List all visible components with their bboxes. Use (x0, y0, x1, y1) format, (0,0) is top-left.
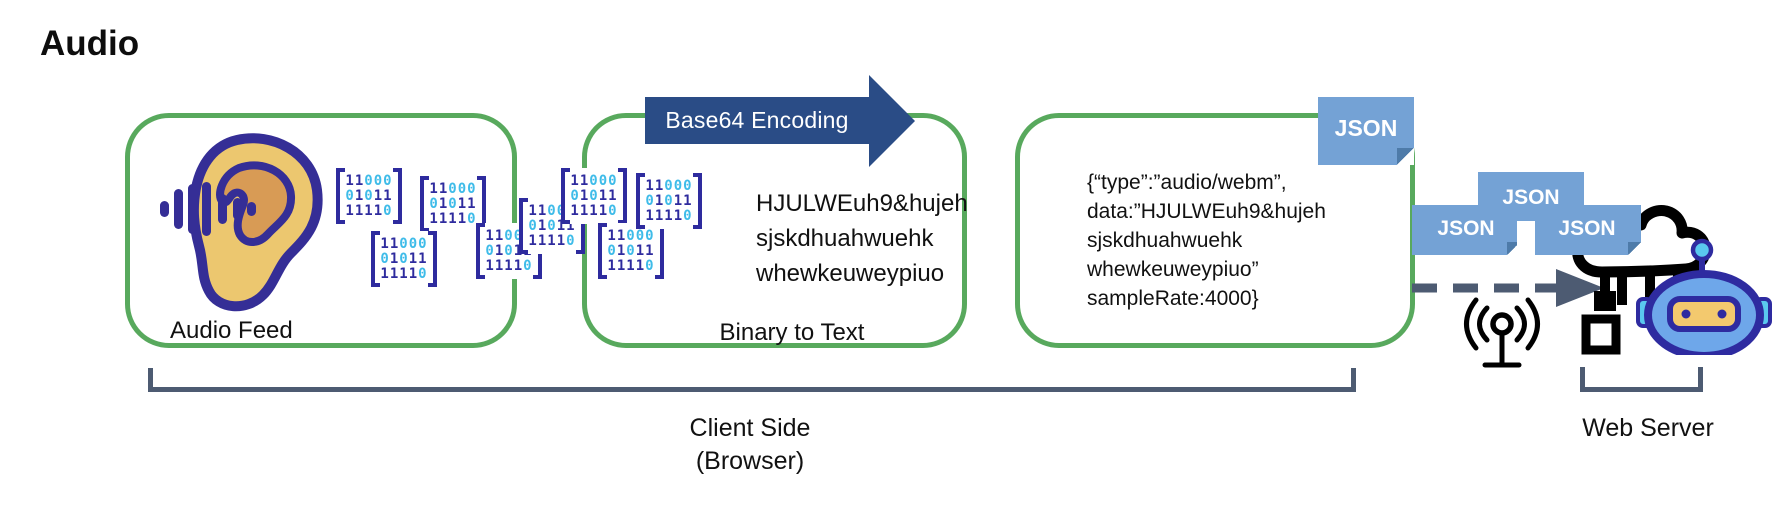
web-server-bracket (1580, 367, 1703, 392)
soundwave-bars (160, 182, 256, 236)
web-server-label: Web Server (1582, 414, 1714, 442)
folded-corner (1397, 148, 1414, 165)
radio-antenna-icon (1464, 297, 1540, 368)
folded-corner (1507, 242, 1520, 255)
ear-with-soundwaves-icon (160, 133, 323, 312)
dashed-flow-arrow (1412, 269, 1604, 307)
json-packet: JSON (1412, 205, 1520, 255)
cloud-server-robot-icon (1572, 205, 1772, 355)
packet-gap-notch (1517, 221, 1535, 255)
binary-to-text-label: Binary to Text (719, 319, 865, 346)
encoded-text: HJULWEuh9&hujeh sjskdhuahwuehk whewkeuwe… (756, 190, 968, 287)
json-tab: JSON (1318, 97, 1414, 165)
audio-feed-label: Audio Feed (170, 317, 293, 344)
json-payload-text: {“type”:”audio/webm”, data:”HJULWEuh9&hu… (1087, 171, 1326, 310)
client-side-label: Client Side (Browser) (689, 414, 811, 475)
base64-encoding-arrow: Base64 Encoding (645, 75, 915, 167)
client-side-bracket (148, 368, 1356, 392)
arrow-head (869, 75, 915, 167)
folded-corner (1628, 242, 1641, 255)
base64-encoding-label: Base64 Encoding (665, 107, 849, 133)
json-packet: JSON (1533, 205, 1641, 255)
page-title: Audio (40, 24, 140, 63)
